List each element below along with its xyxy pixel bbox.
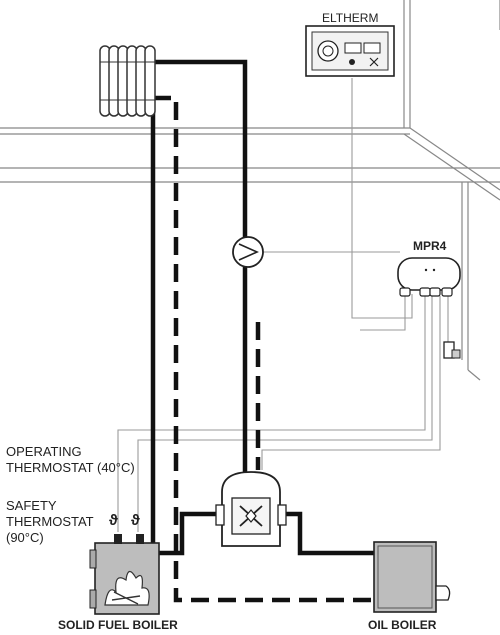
thermostat-symbol-operating: ϑ [131, 512, 140, 529]
solid-fuel-boiler [89, 534, 160, 615]
mpr4-module [397, 257, 461, 297]
thermostat-symbol-safety: ϑ [109, 512, 118, 529]
flow-pipes [150, 59, 375, 556]
eltherm-label: ELTHERM [322, 11, 379, 25]
eltherm-controller [305, 25, 395, 77]
solid-fuel-boiler-label: SOLID FUEL BOILER [58, 618, 178, 632]
room-walls [0, 0, 500, 381]
mixing-valve [215, 471, 287, 547]
circulation-pump [232, 236, 264, 268]
operating-thermostat-label: OPERATING THERMOSTAT (40°C) [6, 444, 135, 475]
safety-thermostat-label: SAFETY THERMOSTAT [6, 498, 94, 529]
outdoor-sensor [443, 341, 461, 359]
control-wiring [117, 78, 449, 532]
safety-thermostat-temp: (90°C) [6, 530, 44, 545]
oil-boiler-label: OIL BOILER [368, 618, 437, 632]
oil-boiler [373, 541, 451, 613]
return-pipes [153, 95, 375, 603]
mpr4-label: MPR4 [413, 239, 447, 253]
radiator [99, 45, 156, 117]
